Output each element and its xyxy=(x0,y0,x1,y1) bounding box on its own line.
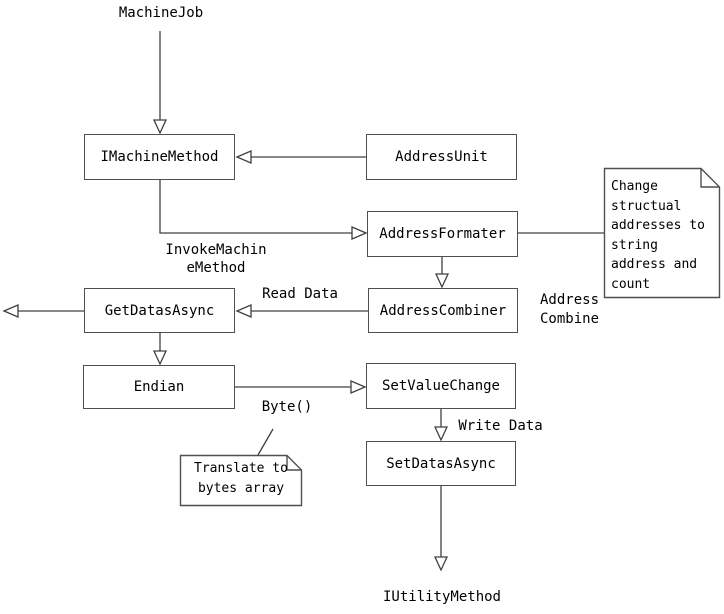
node-setvaluechange: SetValueChange xyxy=(366,363,516,409)
arrowhead-down-icon xyxy=(433,556,449,572)
node-getdatasasync: GetDatasAsync xyxy=(84,288,235,333)
label-iutilitymethod: IUtilityMethod xyxy=(382,589,501,605)
arrowhead-right-icon xyxy=(350,380,367,394)
note-text-translate-bytes: Translate to bytes array xyxy=(194,461,288,496)
edge-imachinemethod-to-addressformater xyxy=(159,180,352,234)
arrowhead-left-icon xyxy=(235,150,252,164)
node-addresscombiner: AddressCombiner xyxy=(368,288,518,333)
arrowhead-down-icon xyxy=(433,426,449,442)
arrowhead-right-icon xyxy=(351,226,368,240)
node-label: GetDatasAsync xyxy=(104,302,215,319)
arrowhead-down-icon xyxy=(152,119,168,135)
node-addressformater: AddressFormater xyxy=(367,211,518,257)
arrowhead-left-icon xyxy=(235,304,252,318)
label-address-combine: Address Combine xyxy=(540,292,600,327)
label-read-data: Read Data xyxy=(262,286,338,302)
node-label: AddressUnit xyxy=(395,149,488,165)
node-label: Endian xyxy=(133,379,185,395)
node-label: IMachineMethod xyxy=(100,149,219,165)
label-invoke-machine-method: InvokeMachin eMethod xyxy=(165,242,267,276)
node-setdatasasync: SetDatasAsync xyxy=(366,441,516,486)
note-text-change-structural: Change structual addresses to string add… xyxy=(611,179,705,292)
label-write-data: Write Data xyxy=(458,418,543,434)
note-fold-icon xyxy=(286,455,302,471)
node-label: AddressCombiner xyxy=(379,302,507,319)
label-byte: Byte() xyxy=(261,399,313,415)
node-imachinemethod: IMachineMethod xyxy=(84,134,235,180)
arrowhead-down-icon xyxy=(434,273,450,289)
arrowhead-left-icon xyxy=(2,304,19,318)
node-endian: Endian xyxy=(83,365,235,409)
note-fold-icon xyxy=(700,168,720,188)
node-label: SetValueChange xyxy=(381,378,500,394)
note-shape-change-structural xyxy=(603,167,721,299)
arrowhead-down-icon xyxy=(152,350,168,366)
note-connector-byte xyxy=(257,428,274,456)
node-label: SetDatasAsync xyxy=(386,455,496,472)
node-label: AddressFormater xyxy=(379,226,506,242)
label-machinejob: MachineJob xyxy=(118,5,204,21)
note-shape-translate-bytes xyxy=(179,454,303,507)
node-addressunit: AddressUnit xyxy=(366,134,517,180)
